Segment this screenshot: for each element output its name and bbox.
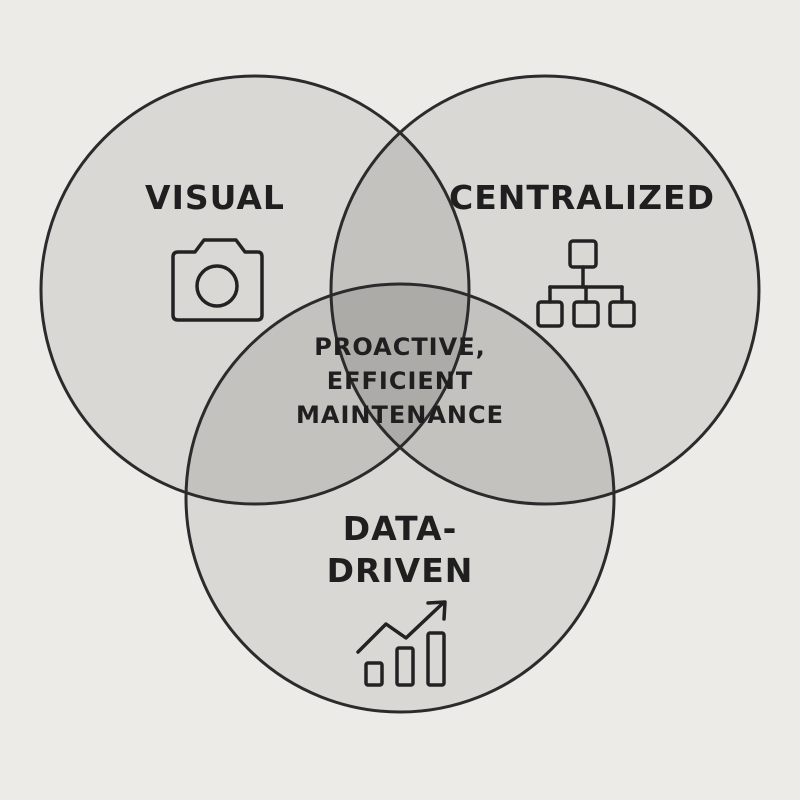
camera-icon xyxy=(171,238,264,322)
data-driven-circle-outline xyxy=(184,282,616,714)
centralized-circle-outline xyxy=(329,74,761,506)
centralized-label: CENTRALIZED xyxy=(449,178,715,217)
visual-label: VISUAL xyxy=(145,178,285,217)
bar-chart-growth-icon xyxy=(356,600,447,687)
center-label-line2: EFFICIENT xyxy=(327,367,474,395)
center-label-line3: MAINTENANCE xyxy=(296,401,504,429)
data-driven-label-line1: DATA- xyxy=(343,509,458,548)
hierarchy-icon xyxy=(536,239,636,328)
center-label-line1: PROACTIVE, xyxy=(314,333,485,361)
data-driven-label-line2: DRIVEN xyxy=(327,551,474,590)
visual-circle-outline xyxy=(39,74,471,506)
